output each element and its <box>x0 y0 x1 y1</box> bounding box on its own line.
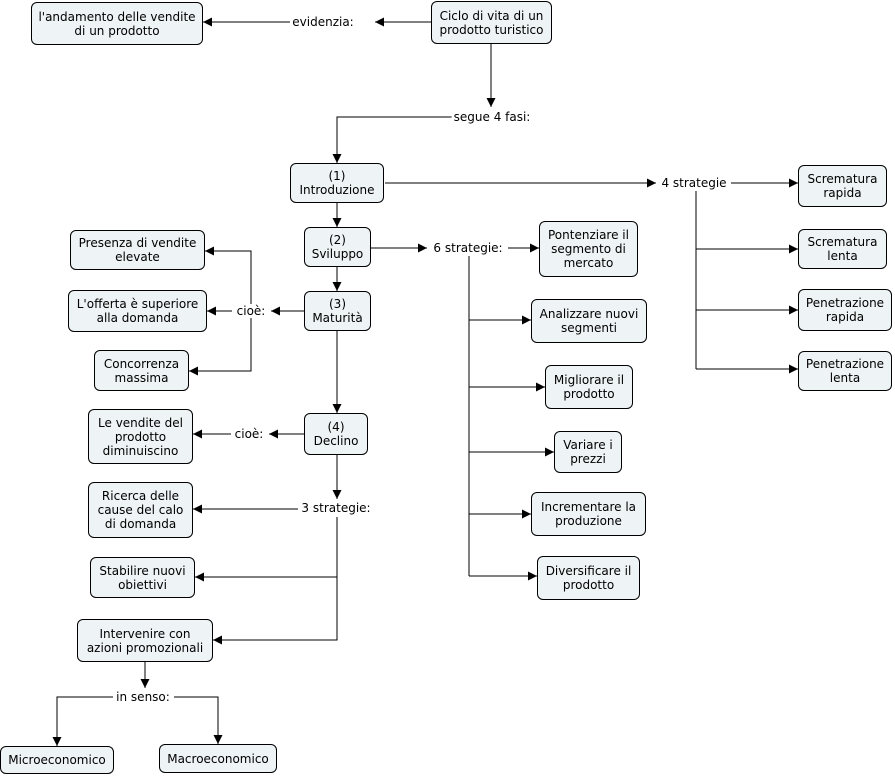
concept-fase-introduzione[interactable]: (1) Introduzione <box>290 163 384 203</box>
concept-scrematura-rapida[interactable]: Scrematura rapida <box>798 165 887 207</box>
concept-andamento-vendite[interactable]: l'andamento delle vendite di un prodotto <box>31 2 203 45</box>
concept-intervenire-promozionali[interactable]: Intervenire con azioni promozionali <box>77 619 213 662</box>
link-3-strategie: 3 strategie: <box>299 501 373 515</box>
link-cioe-maturita: cioè: <box>234 304 268 318</box>
concept-ricerca-cause[interactable]: Ricerca delle cause del calo di domanda <box>88 482 193 538</box>
concept-offerta-superiore[interactable]: L'offerta è superiore alla domanda <box>68 290 207 332</box>
link-evidenzia: evidenzia: <box>290 15 356 29</box>
concept-fase-declino[interactable]: (4) Declino <box>304 413 368 455</box>
concept-macroeconomico[interactable]: Macroeconomico <box>159 744 277 773</box>
concept-penetrazione-lenta[interactable]: Penetrazione lenta <box>798 351 892 391</box>
concept-concorrenza-massima[interactable]: Concorrenza massima <box>94 350 189 391</box>
concept-vendite-diminuiscono[interactable]: Le vendite del prodotto diminuiscino <box>88 409 193 464</box>
concept-incrementare-produzione[interactable]: Incrementare la produzione <box>531 492 646 536</box>
link-cioe-declino: cioè: <box>232 427 266 441</box>
link-segue-4-fasi: segue 4 fasi: <box>451 110 533 124</box>
concept-ciclo-di-vita[interactable]: Ciclo di vita di un prodotto turistico <box>431 1 552 44</box>
concept-presenza-vendite[interactable]: Presenza di vendite elevate <box>70 230 205 270</box>
concept-diversificare-prodotto[interactable]: Diversificare il prodotto <box>537 556 640 600</box>
concept-variare-prezzi[interactable]: Variare i prezzi <box>554 431 622 473</box>
concept-migliorare-prodotto[interactable]: Migliorare il prodotto <box>545 365 633 409</box>
concept-fase-maturita[interactable]: (3) Maturità <box>304 291 371 331</box>
link-6-strategie: 6 strategie: <box>431 241 505 255</box>
concept-fase-sviluppo[interactable]: (2) Sviluppo <box>304 227 371 267</box>
concept-analizzare-segmenti[interactable]: Analizzare nuovi segmenti <box>531 299 647 343</box>
concept-penetrazione-rapida[interactable]: Penetrazione rapida <box>798 289 892 331</box>
concept-stabilire-obiettivi[interactable]: Stabilire nuovi obiettivi <box>90 557 195 598</box>
concept-potenziare-segmento[interactable]: Pontenziare il segmento di mercato <box>539 221 638 277</box>
link-4-strategie: 4 strategie <box>659 176 729 190</box>
concept-microeconomico[interactable]: Microeconomico <box>0 746 114 774</box>
link-in-senso: in senso: <box>114 690 172 704</box>
concept-scrematura-lenta[interactable]: Scrematura lenta <box>798 229 887 269</box>
